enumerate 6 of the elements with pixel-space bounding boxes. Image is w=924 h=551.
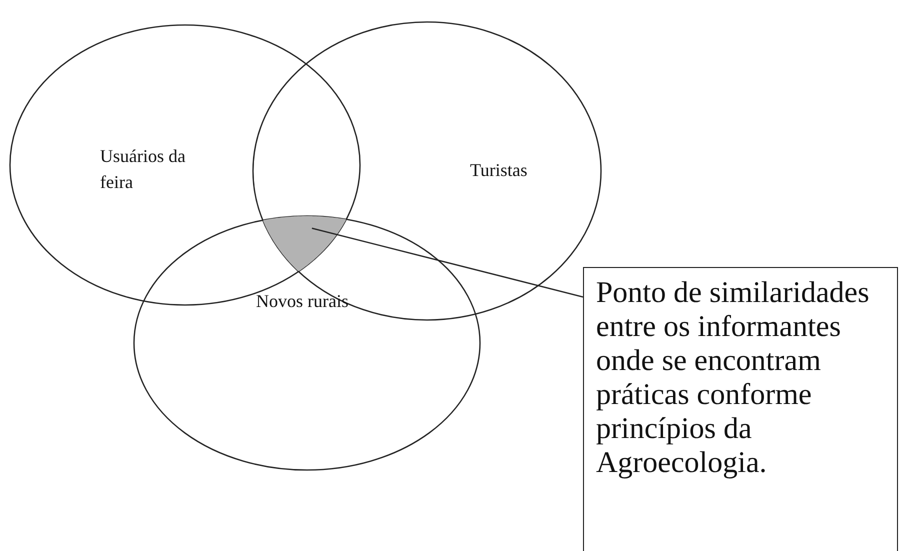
set-label: Novos rurais — [256, 290, 350, 313]
set-label: Usuários da feira — [100, 145, 186, 194]
leader-line — [312, 228, 584, 298]
set-label: Turistas — [470, 159, 528, 182]
note-box — [583, 267, 898, 551]
note-text: Ponto de similaridades entre os informantes onde se encontram práticas conforme princípios da Agroecologia. — [596, 276, 870, 480]
